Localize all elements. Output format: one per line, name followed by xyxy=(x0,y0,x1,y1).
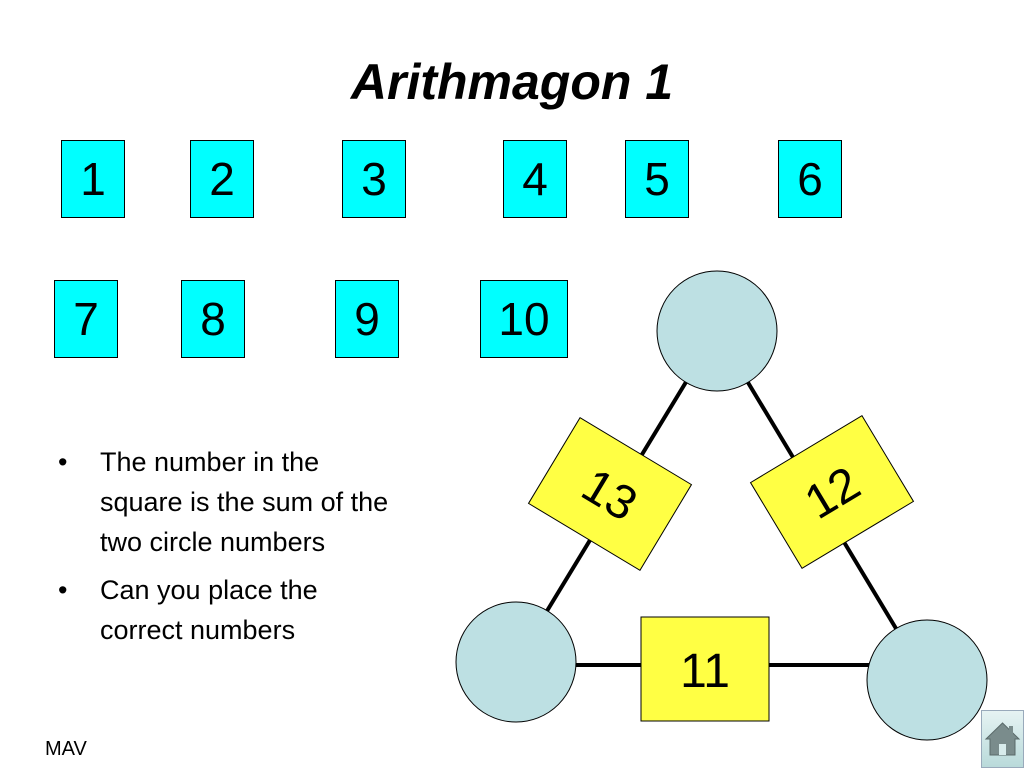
number-tile-10[interactable]: 10 xyxy=(480,280,568,358)
bottom-right-circle[interactable] xyxy=(866,619,988,741)
footer-label: MAV xyxy=(45,738,87,760)
number-tile-5[interactable]: 5 xyxy=(625,140,689,218)
number-tile-2[interactable]: 2 xyxy=(190,140,254,218)
bottom-sum-square: 11 xyxy=(640,616,770,722)
top-circle[interactable] xyxy=(656,270,778,392)
home-icon xyxy=(984,722,1021,756)
number-tile-4[interactable]: 4 xyxy=(503,140,567,218)
number-tile-8[interactable]: 8 xyxy=(181,280,245,358)
instruction-item: The number in the square is the sum of t… xyxy=(58,442,398,562)
home-button[interactable] xyxy=(981,710,1024,768)
instruction-list: The number in the square is the sum of t… xyxy=(58,442,398,658)
number-tile-3[interactable]: 3 xyxy=(342,140,406,218)
instruction-item: Can you place the correct numbers xyxy=(58,570,398,650)
left-sum-square: 13 xyxy=(527,416,693,572)
number-tile-7[interactable]: 7 xyxy=(54,280,118,358)
page-title: Arithmagon 1 xyxy=(350,54,674,110)
number-tile-1[interactable]: 1 xyxy=(61,140,125,218)
bottom-sum-value: 11 xyxy=(680,645,730,698)
bottom-left-circle[interactable] xyxy=(455,601,577,723)
number-tile-6[interactable]: 6 xyxy=(778,140,842,218)
number-tile-9[interactable]: 9 xyxy=(335,280,399,358)
right-sum-square: 12 xyxy=(749,414,915,570)
